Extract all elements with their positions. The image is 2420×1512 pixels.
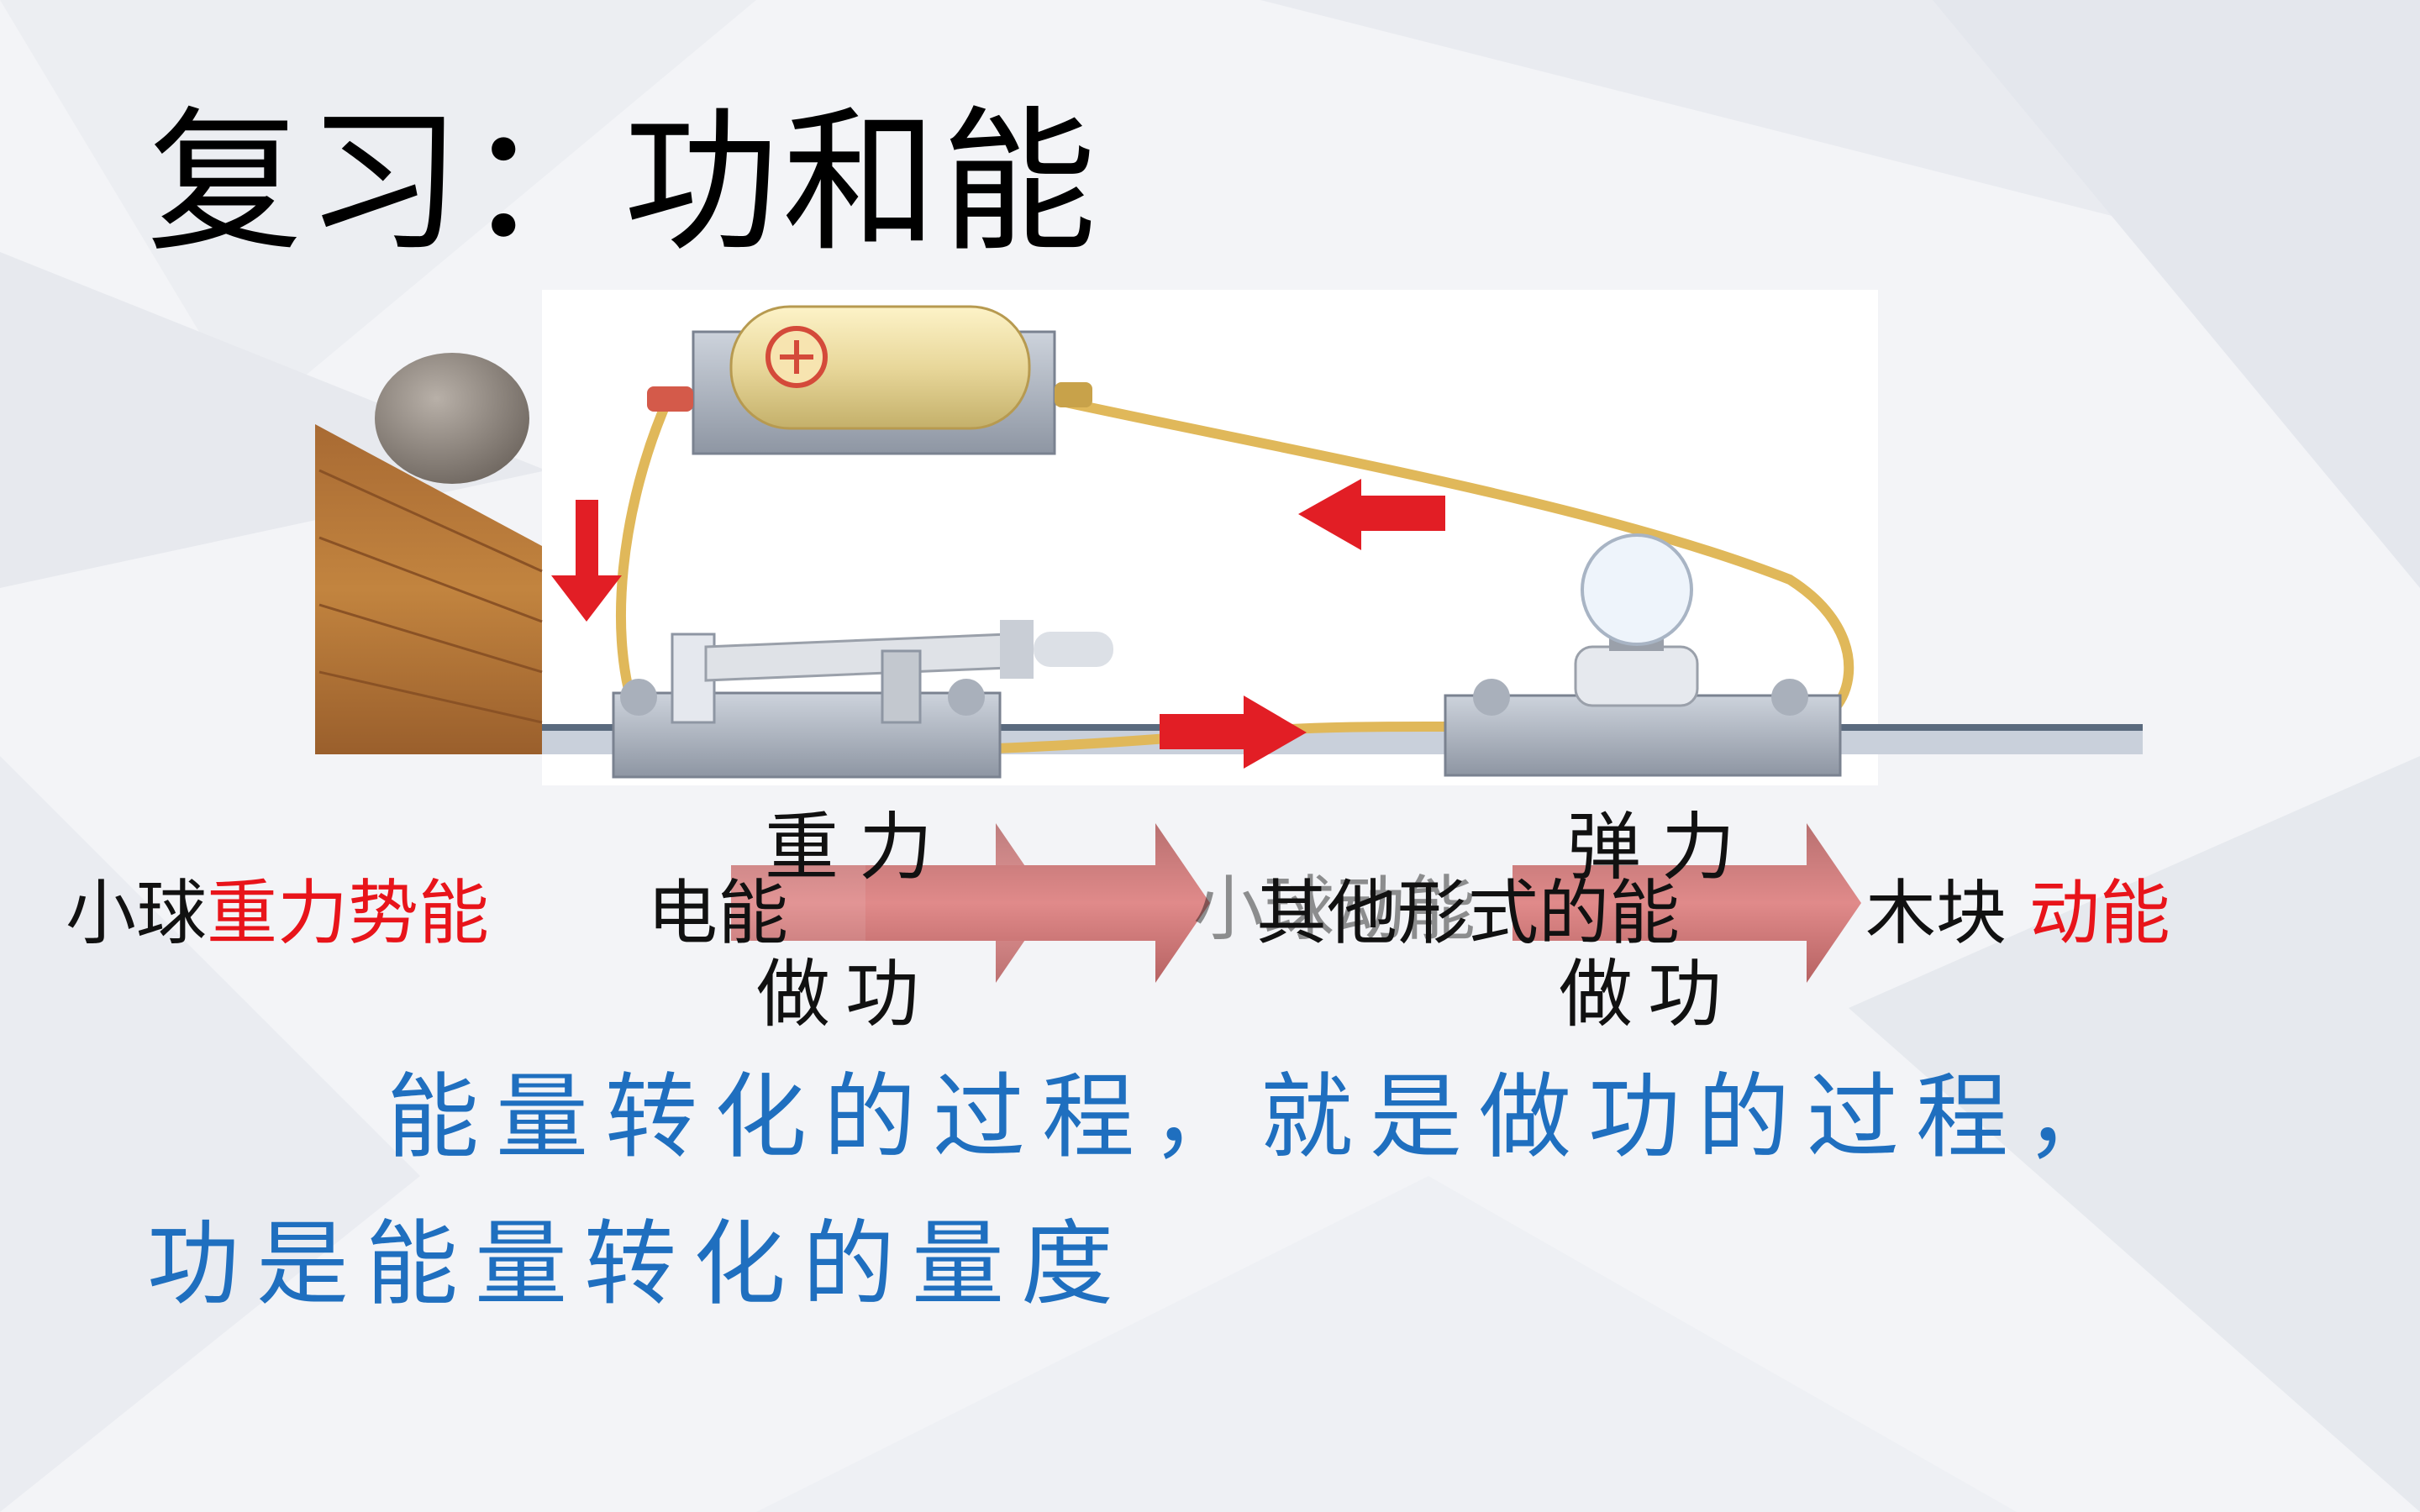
conversion-arrow-icon <box>731 823 1861 983</box>
statement-line1: 能量转化的过程，就是做功的过程， <box>387 1063 2134 1171</box>
page-title: 复习：功和能 <box>147 92 1100 273</box>
bulb-icon <box>1444 533 1842 777</box>
ball-label: 小球 <box>66 872 208 954</box>
other-forms-label: 其他形式的能 <box>1256 872 1681 954</box>
gravity-work-top: 重力 <box>765 804 954 890</box>
gravity-work-bottom: 做功 <box>756 951 935 1037</box>
battery-icon <box>647 305 1092 455</box>
elastic-work-bottom: 做功 <box>1559 951 1738 1037</box>
current-arrow-icon <box>551 479 1445 769</box>
block-label: 木块 <box>1865 872 2007 954</box>
kinetic-label: 动能 <box>2028 872 2170 954</box>
gravity-pe-label: 重力势能 <box>207 872 490 954</box>
statement-line2: 功是能量转化的量度 <box>147 1210 1130 1318</box>
elastic-work-top: 弹力 <box>1567 804 1756 890</box>
switch-icon <box>612 620 1113 779</box>
wood-ramp-icon <box>315 424 543 754</box>
electric-energy-label: 电能 <box>647 872 789 954</box>
ball-icon <box>375 353 529 484</box>
ball-ke-faded: 小球动能 <box>1193 868 1476 950</box>
